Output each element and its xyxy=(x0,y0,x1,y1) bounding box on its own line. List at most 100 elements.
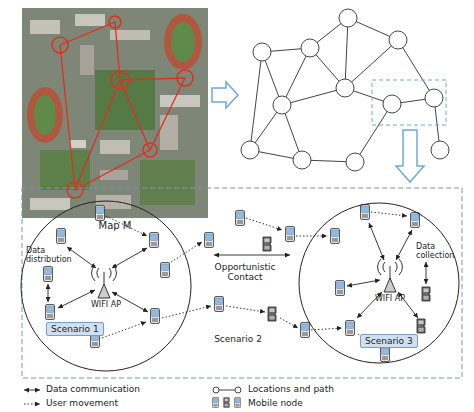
move-arrow xyxy=(102,322,146,338)
legend-phone-sample xyxy=(212,397,218,407)
scenario-note: Data distribution xyxy=(26,246,82,264)
legend-move-sample xyxy=(24,404,40,405)
scenario-note: Data collection xyxy=(416,242,456,260)
legend-entry: Locations and path xyxy=(248,384,334,394)
comm-arrow xyxy=(396,230,412,260)
map-path xyxy=(120,80,150,150)
graph-vertex xyxy=(346,153,364,171)
map-building xyxy=(70,140,86,148)
graph-link xyxy=(398,40,434,98)
move-arrow xyxy=(371,212,407,216)
mobile-phone xyxy=(236,211,245,226)
block-arrow xyxy=(212,82,238,108)
map-location xyxy=(143,143,157,157)
mobile-phone xyxy=(44,267,53,282)
graph-vertex xyxy=(383,95,401,113)
scenario-circle: Data distributionWIFI AP Scenario 1 xyxy=(20,200,192,372)
comm-arrow xyxy=(214,255,290,256)
graph-vertex xyxy=(336,79,354,97)
flip-phone xyxy=(268,307,276,321)
map-building xyxy=(30,20,60,34)
wifi-ap-symbol xyxy=(92,265,117,298)
circle-outline xyxy=(21,201,191,371)
scenario-tag: Scenario 3 xyxy=(360,334,418,348)
mobile-phone xyxy=(205,233,214,248)
sports-field xyxy=(34,95,56,135)
mobile-phone xyxy=(346,321,355,336)
mobile-phone xyxy=(336,281,345,296)
map-building xyxy=(160,115,178,150)
legend-entry: Data communication xyxy=(46,384,140,394)
map-location xyxy=(67,182,83,198)
map-park xyxy=(140,160,195,205)
graph-vertex xyxy=(425,89,443,107)
map-building xyxy=(80,45,94,75)
sports-track xyxy=(164,14,202,70)
mobile-phone xyxy=(150,233,159,248)
map-path xyxy=(60,22,185,190)
move-arrow xyxy=(226,306,265,312)
map-building xyxy=(100,140,130,154)
antenna-base xyxy=(98,284,110,298)
legend-comm-sample xyxy=(24,390,40,391)
data-communication-arrows xyxy=(48,223,426,318)
comm-arrow xyxy=(48,284,49,302)
antenna-base xyxy=(384,278,396,292)
scenario-tag: Scenario 1 xyxy=(46,322,104,336)
legend-phone-sample xyxy=(224,398,230,408)
graph-vertices xyxy=(241,9,449,171)
map-building xyxy=(30,198,70,210)
circle-outline xyxy=(299,203,459,363)
graph-vertex xyxy=(241,141,259,159)
block-arrow xyxy=(396,130,424,182)
map-path xyxy=(75,80,120,190)
signal-arc xyxy=(97,268,99,278)
ap-label: WIFI AP xyxy=(368,294,412,303)
map-ground xyxy=(22,8,208,218)
mobile-phone xyxy=(286,227,295,242)
legend-location-sample xyxy=(235,387,241,393)
graph-link xyxy=(282,48,310,105)
legend-text: Data communication xyxy=(46,384,140,394)
legend-text: User movement xyxy=(46,398,118,408)
map-panel: Map M xyxy=(22,8,208,218)
mobile-phone xyxy=(331,229,340,244)
zoom-frame xyxy=(372,80,446,125)
mobile-phone xyxy=(161,263,170,278)
sports-field xyxy=(171,22,195,62)
move-arrow xyxy=(246,218,282,230)
graph-vertex xyxy=(431,141,449,159)
signal-arc xyxy=(378,259,381,275)
legend-phone-sample xyxy=(234,397,240,407)
move-arrow xyxy=(296,236,327,237)
comm-arrow xyxy=(426,262,427,284)
move-arrow xyxy=(168,242,202,264)
legend-entry: Mobile node xyxy=(248,398,303,408)
flip-phone xyxy=(417,319,425,333)
wifi-ap-symbol xyxy=(378,259,403,292)
comm-arrow xyxy=(112,248,147,268)
mobile-phone xyxy=(46,305,55,320)
mobile-phone xyxy=(96,206,105,221)
signal-arc xyxy=(395,262,397,272)
graph-vertex xyxy=(253,43,271,61)
contact-label: Opportunistic Contact xyxy=(200,262,290,283)
location-graph xyxy=(250,18,440,162)
map-location xyxy=(177,70,193,86)
mobile-phone xyxy=(151,309,160,324)
scenario-label: Scenario 2 xyxy=(205,334,271,344)
flip-phone xyxy=(422,287,430,301)
mobile-phone xyxy=(411,213,420,228)
graph-vertex xyxy=(339,9,357,27)
signal-arc xyxy=(383,262,385,272)
map-building xyxy=(75,14,105,26)
circle-outline xyxy=(20,200,192,372)
graph-vertex xyxy=(301,39,319,57)
ap-label: WIFI AP xyxy=(82,300,130,309)
comm-arrow xyxy=(369,223,384,260)
user-movement-arrows xyxy=(102,212,407,348)
mobile-phone xyxy=(361,205,370,220)
